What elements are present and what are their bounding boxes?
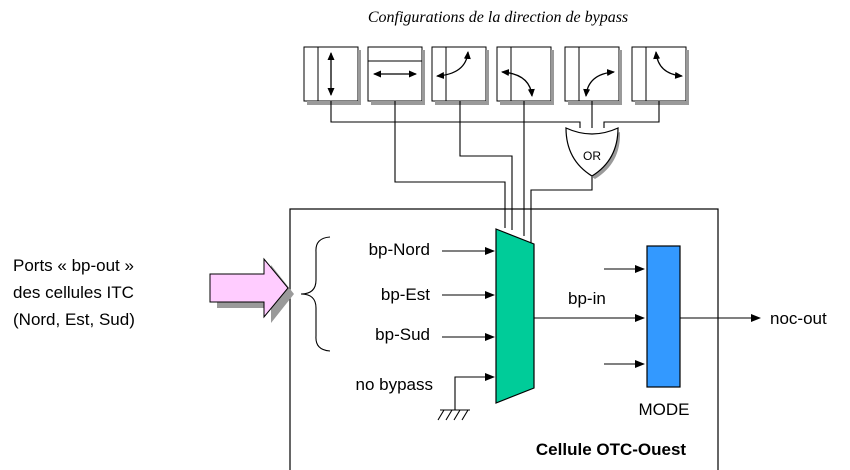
- config-boxes: [303, 46, 689, 105]
- curved-arrow-top-right-icon: [653, 51, 683, 79]
- input-label-bp-nord: bp-Nord: [369, 240, 430, 259]
- config-box-5: [564, 46, 622, 105]
- cell-box: [289, 208, 719, 470]
- config-box-2: [367, 46, 425, 105]
- input-group-brace: [300, 236, 331, 352]
- curved-arrow-bottom-right-icon: [583, 69, 615, 97]
- ports-text-line2: des cellules ITC: [13, 283, 134, 302]
- input-arrows: [442, 247, 495, 410]
- config-box-1: [303, 46, 361, 105]
- or-gate: OR: [565, 127, 621, 179]
- mode-label: MODE: [639, 400, 690, 419]
- curved-arrow-left-top-icon: [436, 51, 471, 80]
- bp-in-label: bp-in: [568, 289, 606, 308]
- curved-arrow-left-bottom-icon: [501, 69, 535, 97]
- diagram-title: Configurations de la direction de bypass: [368, 9, 628, 26]
- mode-block: [646, 245, 681, 388]
- config-box-6: [631, 46, 689, 105]
- or-gate-label: OR: [583, 149, 601, 163]
- cell-label: Cellule OTC-Ouest: [536, 440, 687, 459]
- config-box-4: [496, 46, 554, 105]
- ports-text-line3: (Nord, Est, Sud): [13, 310, 135, 329]
- input-label-bp-sud: bp-Sud: [375, 325, 430, 344]
- input-block-arrow: [209, 257, 294, 323]
- ports-text-line1: Ports « bp-out »: [13, 256, 134, 275]
- input-label-bp-est: bp-Est: [381, 285, 430, 304]
- input-label-no-bypass: no bypass: [356, 375, 434, 394]
- output-label: noc-out: [770, 309, 827, 328]
- multiplexer: [495, 228, 535, 404]
- config-wires: [330, 101, 660, 243]
- config-box-3: [431, 46, 489, 105]
- ground-symbol: [437, 409, 470, 421]
